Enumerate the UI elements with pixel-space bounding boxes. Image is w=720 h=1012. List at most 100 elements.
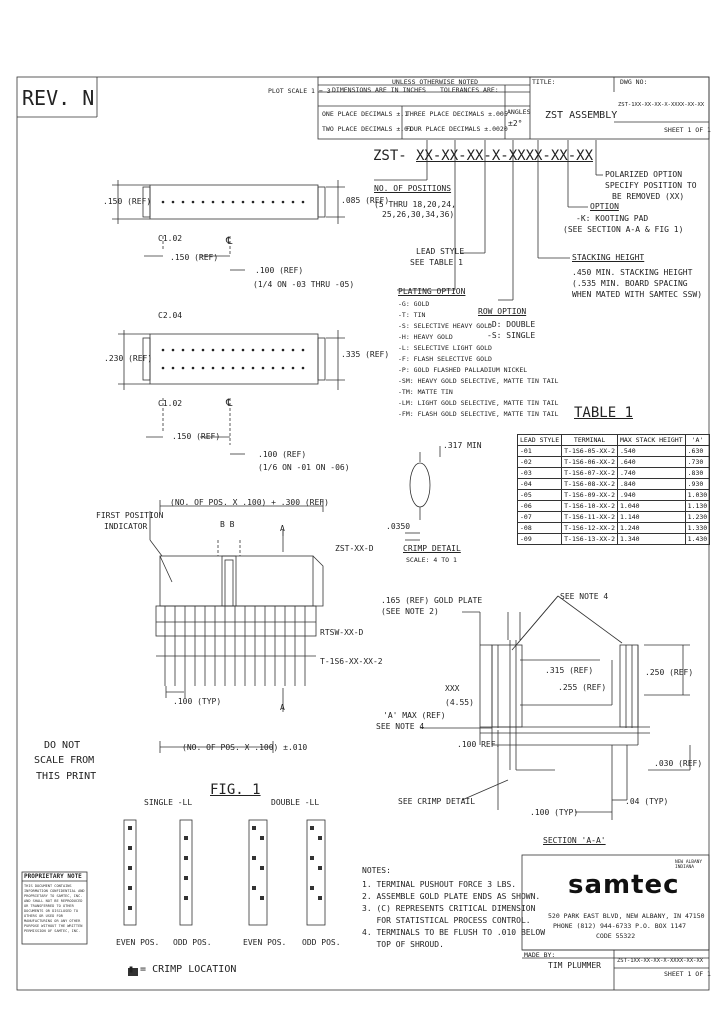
section-b-b: B B [220,520,235,529]
table-cell: -03 [516,467,563,479]
dim-255-ref: .255 (REF) [558,683,607,692]
table-cell: T-1S6-12-XX-2 [561,522,619,534]
part-number-code: XX-XX-XX-X-XXXX-XX-XX [416,148,594,164]
table1-header-terminal: TERMINAL [561,434,619,446]
do-not-scale-2: SCALE FROM [34,755,95,766]
fig1-title: FIG. 1 [210,782,261,798]
crimp-detail-title: CRIMP DETAIL [403,544,461,553]
dim-315-ref: .315 (REF) [545,666,594,675]
table-cell: -09 [516,533,563,545]
plating-option: -LM: LIGHT GOLD SELECTIVE, MATTE TIN TAI… [398,399,559,407]
note-item: 1. TERMINAL PUSHOUT FORCE 3 LBS. [362,880,517,889]
table-cell: .840 [617,478,686,490]
notes-title: NOTES: [362,866,391,875]
dim-335-ref: .335 (REF) [341,350,390,359]
table-cell: .930 [684,478,711,490]
row-option-double: -D: DOUBLE [487,320,536,329]
centerline-2: ℄ [226,398,233,409]
table-cell: -02 [516,456,563,468]
company-dwg-number: ZST-1XX-XX-XX-X-XXXX-XX-XX [617,958,704,964]
table-cell: T-1S6-09-XX-2 [561,489,619,501]
table1-header-a: 'A' [684,434,711,446]
dim-150-ref-b: .150 (REF) [170,253,219,262]
strip-label: RTSW-XX-D [320,628,364,637]
plot-scale: PLOT SCALE 1 = 3 [268,87,331,95]
made-by-name: TIM PLUMMER [548,961,601,970]
table-cell: -01 [516,445,563,457]
dim-04-typ: .04 (TYP) [625,797,669,806]
fig1-even-pos-1: EVEN POS. [116,938,160,947]
dim-100-ref-a-note: (1/4 ON -03 THRU -05) [253,280,355,289]
dim-150-ref-c: .150 (REF) [172,432,221,441]
company-code: CODE 55322 [596,932,636,940]
dim-100-typ-section: .100 (TYP) [530,808,579,817]
one-place-tol: ONE PLACE DECIMALS ±.1 [322,110,409,118]
table-cell: .740 [617,467,686,479]
company-address: 520 PARK EAST BLVD, NEW ALBANY, IN 47150 [548,912,705,920]
table-cell: -05 [516,489,563,501]
fig1-odd-pos-1: ODD POS. [173,938,212,947]
indicator-label: INDICATOR [104,522,148,531]
polarized-line-3: BE REMOVED (XX) [612,192,685,201]
xxx-dim: XXX [445,684,460,693]
table-cell: 1.130 [684,500,711,512]
positions-value-1: (5 THRU 18,20,24, [374,200,456,209]
c102-label-1: C1.02 [158,234,183,243]
zst-label: ZST-XX-D [335,544,374,553]
note-item: 2. ASSEMBLE GOLD PLATE ENDS AS SHOWN. [362,892,541,901]
option-value-2: (SEE SECTION A-A & FIG 1) [563,225,684,234]
table-cell: .540 [617,445,686,457]
dim-100-ref-a: .100 (REF) [255,266,304,275]
dim-030-ref: .030 (REF) [654,759,703,768]
note-item: 4. TERMINALS TO BE FLUSH TO .010 BELOW [362,928,546,937]
table-cell: -06 [516,500,563,512]
gold-plate-note: (SEE NOTE 2) [381,607,439,616]
note-item: 3. (C) REPRESENTS CRITICAL DIMENSION [362,904,536,913]
drawing-title: ZST ASSEMBLY [545,110,618,121]
plating-option: -P: GOLD FLASHED PALLADIUM NICKEL [398,366,528,374]
table-cell: 1.140 [617,511,686,523]
proprietary-text: THIS DOCUMENT CONTAINS INFORMATION CONFI… [24,884,85,933]
table-cell: 1.430 [684,533,711,545]
angles-label: ANGLES [507,108,531,116]
table-cell: -07 [516,511,563,523]
table-cell: .730 [684,456,711,468]
title-label: TITLE: [532,78,556,86]
c102-label-2: C1.02 [158,399,183,408]
plating-option: -T: TIN [398,311,426,319]
table-cell: T-1S6-07-XX-2 [561,467,619,479]
see-note4-left: SEE NOTE 4 [376,722,425,731]
fig1-double-label: DOUBLE -LL [271,798,320,807]
table-cell: 1.230 [684,511,711,523]
positions-title: NO. OF POSITIONS [374,184,452,193]
table-cell: T-1S6-06-XX-2 [561,456,619,468]
table-cell: T-1S6-08-XX-2 [561,478,619,490]
section-a-top: A [280,524,285,533]
plating-option: -F: FLASH SELECTIVE GOLD [398,355,492,363]
table1-header-lead-style: LEAD STYLE [516,434,563,446]
section-a-bottom: A [280,703,285,712]
polarized-line-2: SPECIFY POSITION TO [605,181,697,190]
table-cell: .640 [617,456,686,468]
centerline-1: ℄ [226,236,233,247]
table1-header-row: LEAD STYLE TERMINAL MAX STACK HEIGHT 'A' [516,434,711,446]
table-cell: 1.240 [617,522,686,534]
table-cell: .830 [684,467,711,479]
table-cell: T-1S6-05-XX-2 [561,445,619,457]
c204-label: C2.04 [158,311,183,320]
fig1-single-label: SINGLE -LL [144,798,193,807]
tolerance-header: UNLESS OTHERWISE NOTED [392,78,479,86]
dim-100-ref-section: .100 REF. [457,740,501,749]
plating-option: -H: HEAVY GOLD [398,333,453,341]
option-title: OPTION [590,202,619,211]
lead-style-title: LEAD STYLE [416,247,465,256]
proprietary-title: PROPRIETARY NOTE [24,873,82,880]
dwg-number: ZST-1XX-XX-XX-X-XXXX-XX-XX [618,102,705,108]
